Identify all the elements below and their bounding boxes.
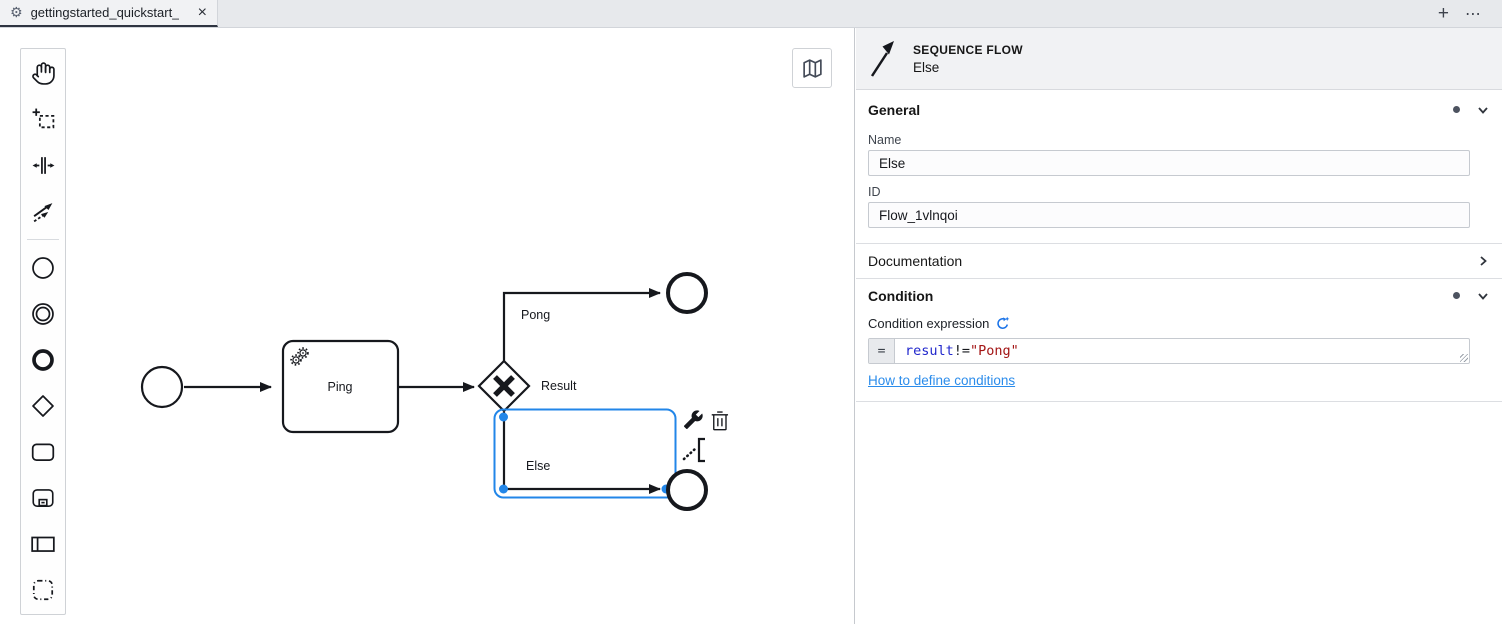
gateway-label: Result <box>541 379 577 393</box>
feel-expression-icon[interactable] <box>995 316 1010 331</box>
how-to-define-conditions-link[interactable]: How to define conditions <box>868 373 1016 388</box>
group-general: General Name ID <box>856 90 1502 244</box>
gateway-icon <box>32 395 54 417</box>
group-documentation: Documentation <box>856 244 1502 279</box>
create-participant[interactable] <box>21 521 65 567</box>
tab-label: gettingstarted_quickstart_ <box>30 5 180 20</box>
end-event-pong[interactable] <box>666 272 708 314</box>
minimap-toggle-button[interactable] <box>792 48 832 88</box>
sequence-flow-else-selected[interactable] <box>502 412 661 494</box>
create-start-event[interactable] <box>21 245 65 291</box>
end-event-else[interactable] <box>666 469 708 511</box>
chevron-right-icon[interactable] <box>1476 254 1490 268</box>
new-tab-button[interactable]: + <box>1437 3 1449 24</box>
element-name-label: Else <box>913 59 940 75</box>
create-end-event[interactable] <box>21 337 65 383</box>
process-gear-icon: ⚙ <box>10 4 23 21</box>
subprocess-icon <box>32 489 54 507</box>
global-connect-tool[interactable] <box>21 188 65 234</box>
start-event-icon <box>32 257 54 279</box>
lasso-icon <box>32 108 54 128</box>
group-condition: Condition Condition expression = result <box>856 279 1502 402</box>
sequence-flow-pong[interactable] <box>502 288 661 361</box>
lasso-tool[interactable] <box>21 96 65 142</box>
service-task-gears-icon <box>290 347 309 366</box>
group-general-title: General <box>868 101 921 118</box>
context-pad <box>682 410 729 463</box>
create-subprocess[interactable] <box>21 475 65 521</box>
service-task-ping[interactable]: Ping <box>281 339 400 434</box>
feel-equals-prefix: = <box>869 339 895 363</box>
exclusive-gateway-result[interactable]: Result <box>477 359 577 413</box>
group-condition-header[interactable]: Condition <box>856 279 1502 312</box>
trash-icon[interactable] <box>711 411 729 431</box>
space-tool[interactable] <box>21 142 65 188</box>
create-group[interactable] <box>21 567 65 613</box>
condition-expression-editor[interactable]: = result!="Pong" <box>868 338 1470 364</box>
space-tool-icon <box>32 156 54 174</box>
create-intermediate-event[interactable] <box>21 291 65 337</box>
waypoint-handles[interactable] <box>499 412 671 494</box>
expression-string: "Pong" <box>970 343 1019 359</box>
name-input[interactable] <box>868 150 1470 176</box>
task-icon <box>31 443 55 461</box>
chevron-down-icon[interactable] <box>1476 103 1490 117</box>
element-type-label: SEQUENCE FLOW <box>913 42 1023 57</box>
tab-gettingstarted-quickstart[interactable]: ⚙ gettingstarted_quickstart_ × <box>0 0 218 27</box>
condition-expression-label: Condition expression <box>868 316 990 331</box>
properties-panel: SEQUENCE FLOW Else General Name ID Docum… <box>856 28 1502 624</box>
gateway-x-marker <box>493 375 515 397</box>
sequence-flow-icon <box>870 40 894 77</box>
create-gateway[interactable] <box>21 383 65 429</box>
palette-separator <box>27 239 59 240</box>
name-field-label: Name <box>868 133 902 147</box>
more-options-button[interactable]: ⋯ <box>1465 4 1482 23</box>
expression-operator: != <box>953 343 971 359</box>
hand-tool[interactable] <box>21 50 65 96</box>
create-task[interactable] <box>21 429 65 475</box>
palette <box>20 48 66 615</box>
text-annotation-icon[interactable] <box>682 437 705 463</box>
participant-icon <box>31 536 55 552</box>
hand-icon <box>31 61 55 85</box>
group-condition-title: Condition <box>868 287 934 304</box>
tab-close-icon[interactable]: × <box>197 3 207 21</box>
global-connect-icon <box>33 202 52 222</box>
start-event[interactable] <box>140 365 184 409</box>
expression-variable: result <box>905 343 954 359</box>
group-documentation-title: Documentation <box>868 253 963 269</box>
group-documentation-header[interactable]: Documentation <box>856 244 1502 278</box>
selection-outline <box>493 408 677 499</box>
group-general-header[interactable]: General <box>856 93 1502 126</box>
group-icon <box>32 579 54 601</box>
group-data-dot <box>1453 292 1460 299</box>
id-field-label: ID <box>868 185 881 199</box>
intermediate-event-icon <box>32 303 54 325</box>
diagram-canvas[interactable]: Ping Result Pong Else <box>0 28 855 624</box>
tab-bar: ⚙ gettingstarted_quickstart_ × + ⋯ <box>0 0 1502 28</box>
id-input[interactable] <box>868 202 1470 228</box>
bpmn-diagram: Ping Result Pong Else <box>140 272 729 511</box>
chevron-down-icon[interactable] <box>1476 289 1490 303</box>
group-data-dot <box>1453 106 1460 113</box>
map-icon <box>802 58 822 78</box>
else-flow-label: Else <box>526 459 550 473</box>
task-label: Ping <box>327 380 352 394</box>
condition-expression-code[interactable]: result!="Pong" <box>895 339 1019 363</box>
pong-flow-label: Pong <box>521 308 550 322</box>
tab-bar-actions: + ⋯ <box>1438 0 1502 27</box>
wrench-icon[interactable] <box>683 410 703 430</box>
end-event-icon <box>32 349 54 371</box>
properties-header: SEQUENCE FLOW Else <box>856 28 1502 90</box>
